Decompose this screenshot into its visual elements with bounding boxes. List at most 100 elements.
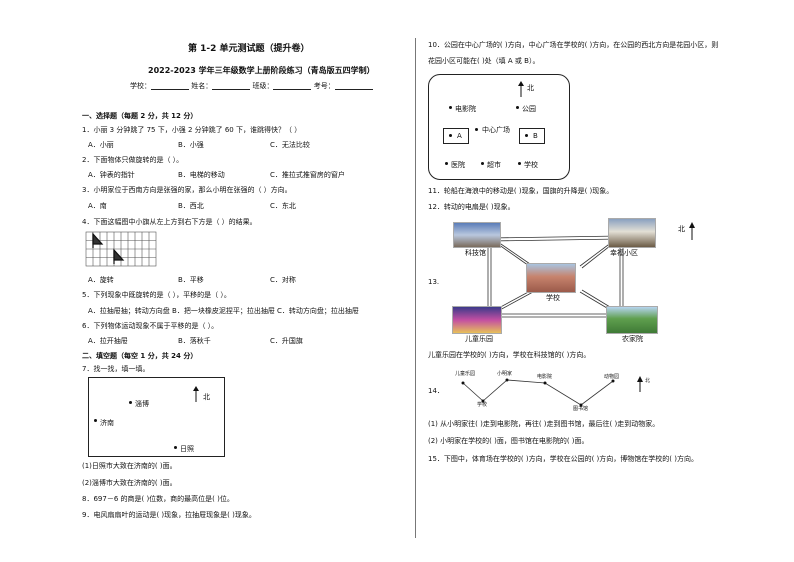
location-a-box: A xyxy=(443,128,469,144)
zibo-label: 淄博 xyxy=(135,400,149,408)
name-label: 姓名： xyxy=(191,82,213,90)
q14-sub1: (1) 从小明家往( )走到电影院，再往( )走到图书馆，最后往( )走到动物家… xyxy=(428,420,660,428)
q14-cinema-label: 电影院 xyxy=(537,374,553,380)
q14-xiaoming-home-label: 小明家 xyxy=(497,371,513,377)
q1-text: 1．小丽 3 分钟跳了 75 下，小强 2 分钟跳了 60 下，谁跳得快？（ ） xyxy=(82,126,302,134)
q15-text: 15．下图中，体育场在学校的( )方向，学校在公园的( )方向，博物馆在学校的(… xyxy=(428,455,698,463)
section-fill-heading: 二、填空题（每空 1 分，共 24 分） xyxy=(82,352,198,360)
rizhao-dot xyxy=(174,446,177,449)
q8-text: 8．697－6 的商是( )位数，商的最高位是( )位。 xyxy=(82,495,234,503)
q6-text: 6．下列物体运动现象不属于平移的是（ ）。 xyxy=(82,322,219,330)
q9-text: 9．电风扇扇叶的运动是( )现象，拉抽屉现象是( )现象。 xyxy=(82,511,256,519)
name-field[interactable] xyxy=(212,82,251,90)
location-b-box: B xyxy=(519,128,545,144)
q7-text: 7．找一找，填一填。 xyxy=(82,365,150,373)
science-museum-label: 科技馆 xyxy=(465,249,486,257)
school-label: 学校： xyxy=(130,82,151,90)
q4-option-b[interactable]: B．平移 xyxy=(178,276,204,284)
q1-option-a[interactable]: A．小丽 xyxy=(88,141,114,149)
hospital-label: 医院 xyxy=(451,161,465,169)
q14-school-label: 学校 xyxy=(477,402,488,408)
q1-option-b[interactable]: B．小强 xyxy=(178,141,204,149)
q6-option-c[interactable]: C．升国旗 xyxy=(270,337,303,345)
xingfu-community-image xyxy=(608,218,656,248)
q7-map: 北 淄博 济南 日照 xyxy=(88,377,225,457)
exam-no-label: 考号： xyxy=(313,82,335,90)
q4-text: 4．下面这幅图中小旗从左上方到右下方是（ ）的结果。 xyxy=(82,218,257,226)
rizhao-label: 日照 xyxy=(180,445,194,453)
school-field[interactable] xyxy=(151,82,189,90)
q13-north-label: 北 xyxy=(678,225,685,233)
q11-text: 11．轮船在海浪中的移动是( )现象，国旗的升降是( )现象。 xyxy=(428,187,614,195)
north-arrow-icon xyxy=(637,376,643,392)
q13-text: 儿童乐园在学校的( )方向，学校在科技馆的( )方向。 xyxy=(428,351,591,359)
class-field[interactable] xyxy=(273,82,312,90)
square-label: 中心广场 xyxy=(482,126,510,134)
science-museum-image xyxy=(453,222,501,248)
q10-north-label: 北 xyxy=(527,84,534,92)
section-choice-heading: 一、选择题（每题 2 分，共 12 分） xyxy=(82,112,198,120)
children-park-image xyxy=(452,306,502,334)
q5-options[interactable]: A．拉抽屉抽；转动方向盘 B．把一块橡皮泥捏平；拉出抽屉 C．转动方向盘；拉出抽… xyxy=(88,307,359,315)
q13-number: 13. xyxy=(428,278,440,286)
q7-sub2: (2)淄博市大致在济南的( )面。 xyxy=(82,479,177,487)
q14-route-lines xyxy=(461,378,615,407)
market-dot xyxy=(481,162,484,165)
exam-no-field[interactable] xyxy=(334,82,373,90)
q6-option-a[interactable]: A．拉开抽屉 xyxy=(88,337,128,345)
q10-text: 10．公园在中心广场的( )方向，中心广场在学校的( )方向，在公园的西北方向是… xyxy=(428,41,719,49)
page-subtitle: 2022-2023 学年三年级数学上册阶段练习（青岛版五四学制） xyxy=(148,66,375,75)
q3-text: 3．小明家位于西南方向是张强的家，那么小明在张强的（ ）方向。 xyxy=(82,186,292,194)
children-park-label: 儿童乐园 xyxy=(465,335,493,343)
q3-option-c[interactable]: C．东北 xyxy=(270,202,296,210)
square-dot xyxy=(475,128,478,131)
cinema-label: 电影院 xyxy=(455,105,476,113)
location-a-label: A xyxy=(457,132,462,140)
location-b-label: B xyxy=(533,132,538,140)
student-info-row: 学校： 姓名： 班级： 考号： xyxy=(130,82,373,90)
q6-option-b[interactable]: B．落秋千 xyxy=(178,337,211,345)
school-image xyxy=(526,263,576,293)
q7-sub1: (1)日照市大致在济南的( )面。 xyxy=(82,462,177,470)
page-divider xyxy=(415,38,416,538)
q14-number: 14． xyxy=(428,387,444,395)
q14-zoo-label: 动物园 xyxy=(604,374,620,380)
flag-top-left xyxy=(92,232,104,248)
q4-option-a[interactable]: A．旋转 xyxy=(88,276,114,284)
q12-text: 12．转动的电扇是( )现象。 xyxy=(428,203,515,211)
cinema-dot xyxy=(449,106,452,109)
north-arrow-icon xyxy=(689,222,695,240)
farmhouse-label: 农家院 xyxy=(622,335,643,343)
market-label: 超市 xyxy=(487,161,501,169)
flag-bottom-right xyxy=(113,248,125,264)
north-arrow-icon xyxy=(193,386,199,402)
q2-option-b[interactable]: B．电梯的移动 xyxy=(178,171,225,179)
class-label: 班级： xyxy=(252,82,274,90)
park-dot xyxy=(516,106,519,109)
q14-north-label: 北 xyxy=(645,378,651,384)
q2-option-c[interactable]: C．推拉式推窗房的窗户 xyxy=(270,171,345,179)
zibo-dot xyxy=(129,401,132,404)
farmhouse-image xyxy=(606,306,658,334)
school-label: 学校 xyxy=(524,161,538,169)
q10-text-cont: 花园小区可能在( )处（填 A 或 B）。 xyxy=(428,57,540,65)
q2-option-a[interactable]: A．钟表的指针 xyxy=(88,171,135,179)
hospital-dot xyxy=(445,162,448,165)
location-a-dot xyxy=(449,134,452,137)
page-title: 第 1-2 单元测试题（提升卷） xyxy=(188,44,310,54)
q2-text: 2．下面物体只做旋转的是（ ）。 xyxy=(82,156,184,164)
park-label: 公园 xyxy=(522,105,536,113)
xingfu-community-label: 幸福小区 xyxy=(610,249,638,257)
q14-library-label: 图书馆 xyxy=(573,406,589,412)
q3-option-a[interactable]: A．南 xyxy=(88,202,107,210)
q3-option-b[interactable]: B．西北 xyxy=(178,202,204,210)
school-label: 学校 xyxy=(546,294,560,302)
q1-option-c[interactable]: C．无法比较 xyxy=(270,141,310,149)
q14-sub2: (2) 小明家在学校的( )面，图书馆在电影院的( )面。 xyxy=(428,437,589,445)
north-arrow-icon xyxy=(518,81,524,97)
q5-text: 5．下列现象中既旋转的是（ ），平移的是（ ）。 xyxy=(82,291,231,299)
q7-north-label: 北 xyxy=(203,393,210,401)
jinan-label: 济南 xyxy=(100,419,114,427)
q10-map: 北 电影院 公园 A 中心广场 B 医院 超市 学校 xyxy=(428,74,570,180)
q4-option-c[interactable]: C．对称 xyxy=(270,276,296,284)
